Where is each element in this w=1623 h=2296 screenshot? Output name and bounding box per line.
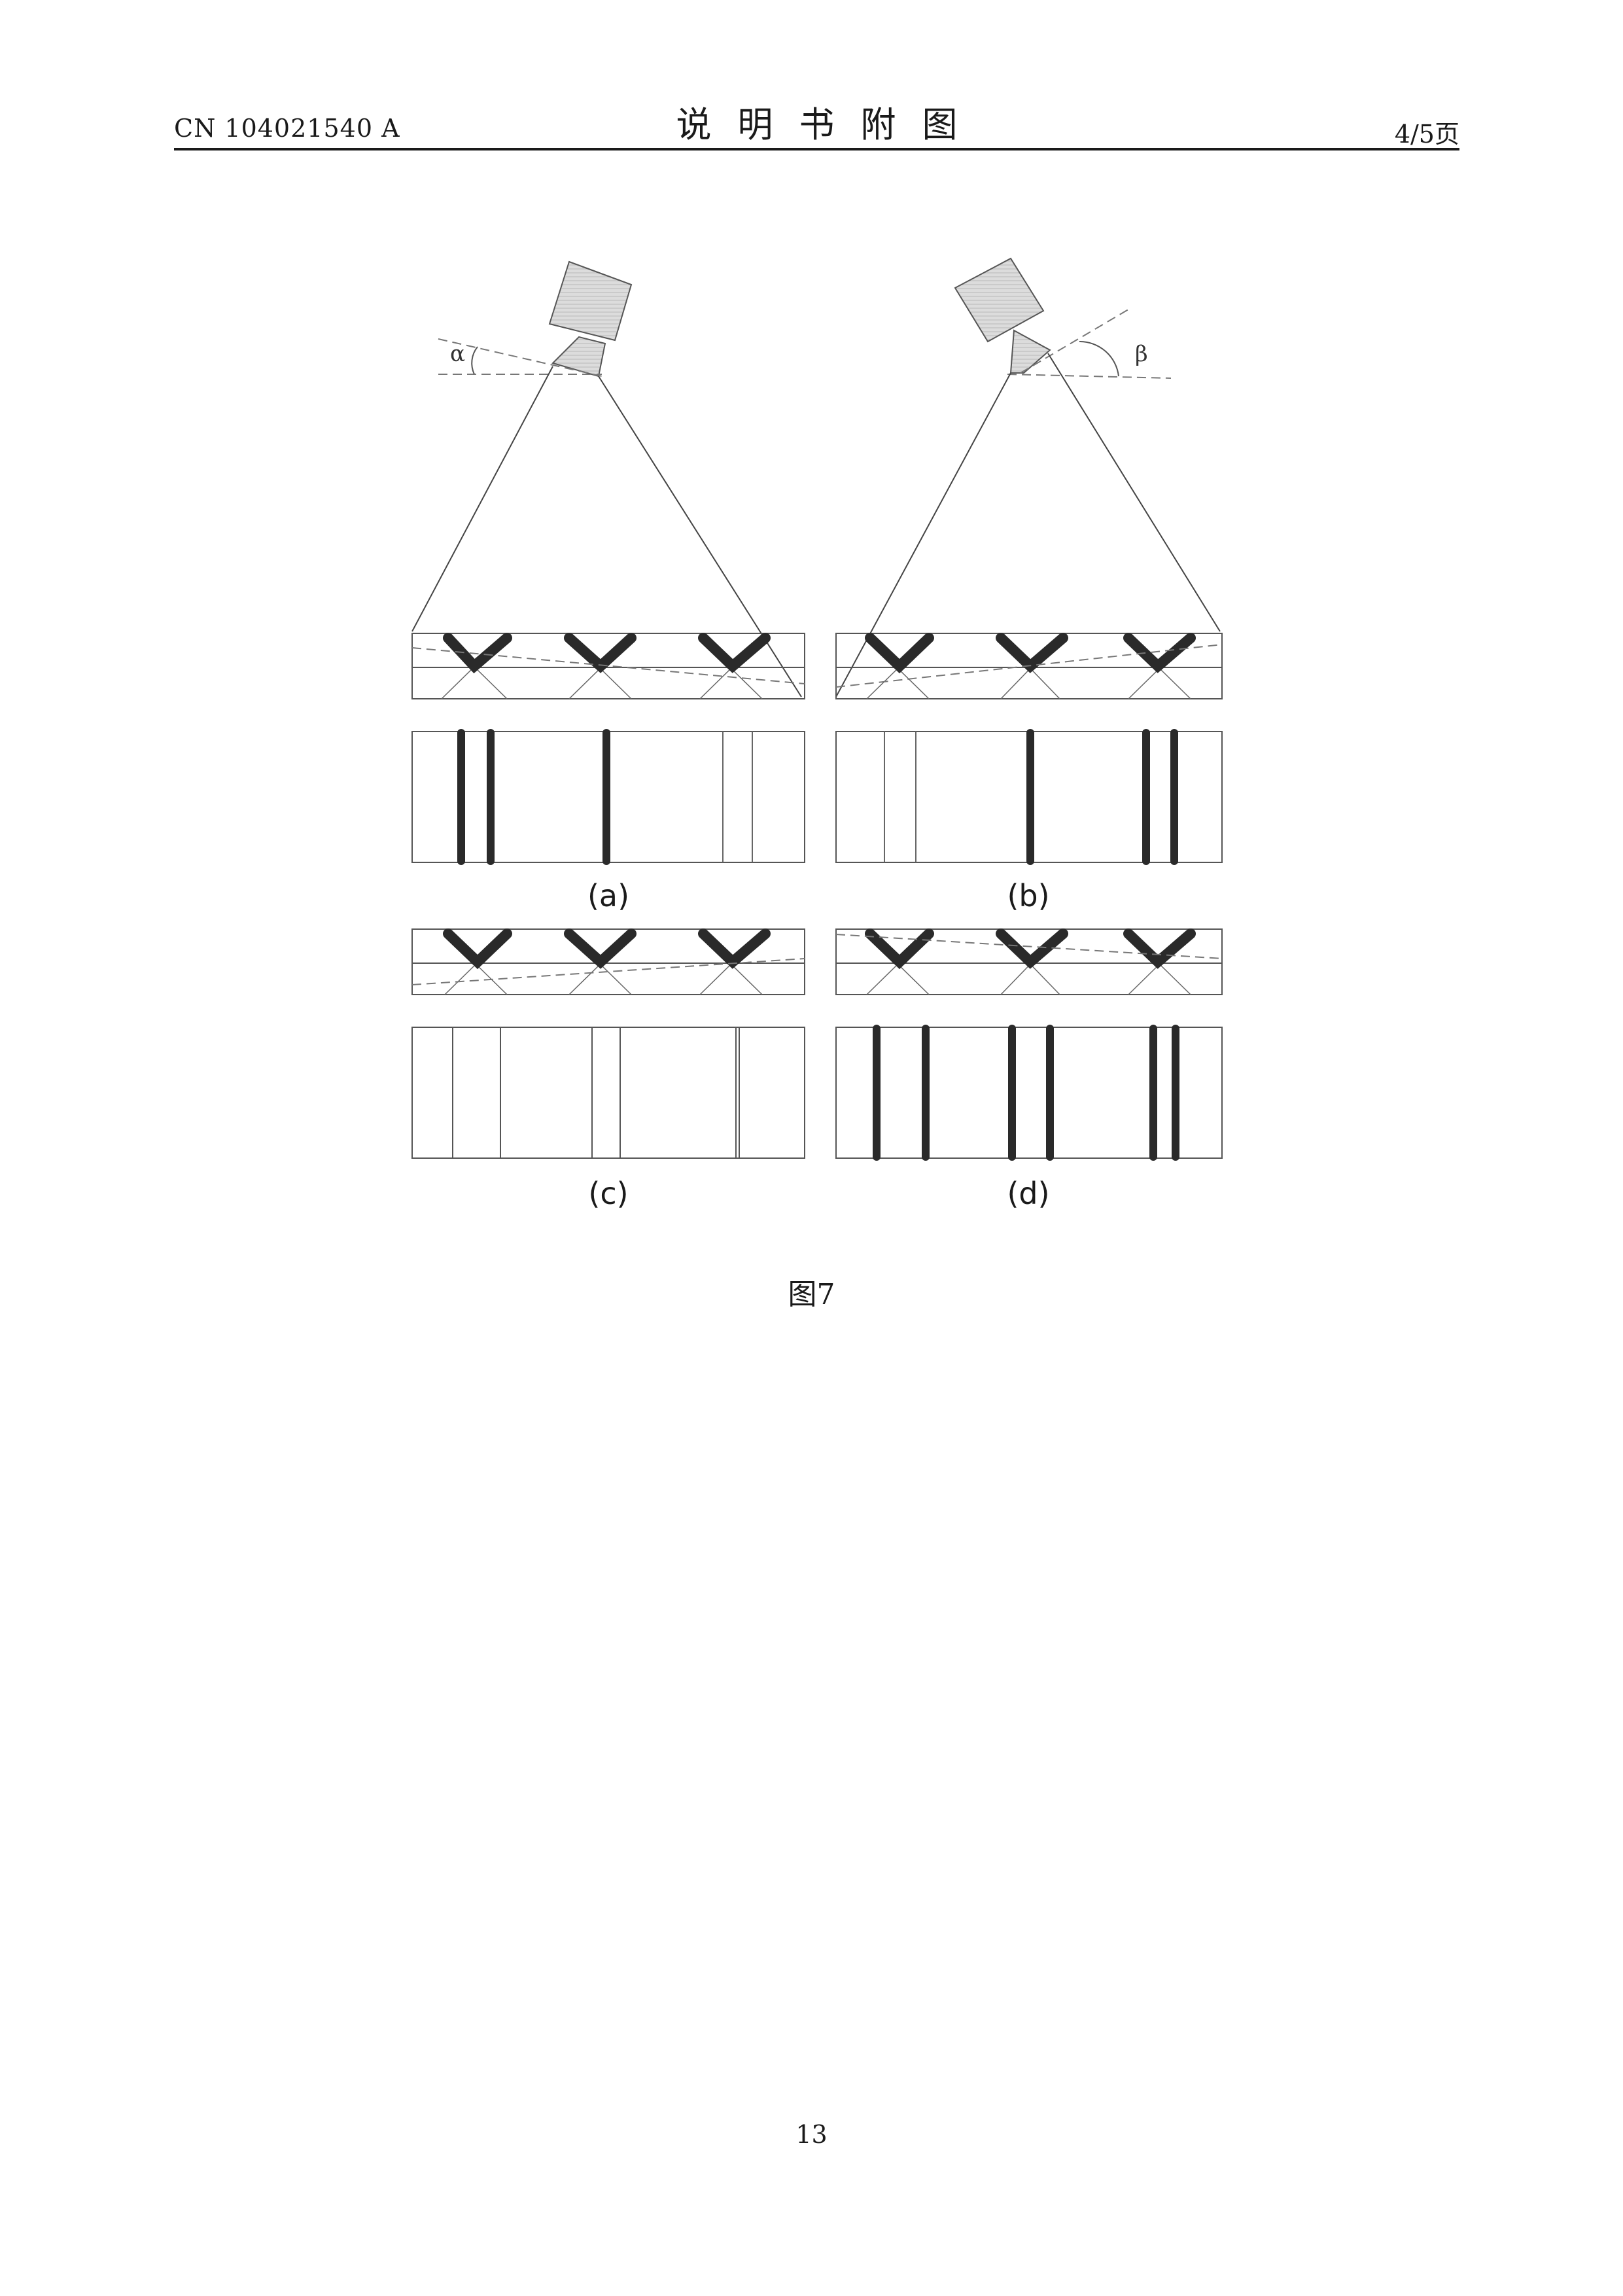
projector-b: β xyxy=(836,258,1220,697)
projection-ray-right-b xyxy=(1048,353,1220,631)
camera-lens-b xyxy=(1011,330,1050,373)
cross-section-d xyxy=(836,929,1222,995)
subfigure-label-b: (b) xyxy=(1007,878,1049,913)
camera-body-b xyxy=(955,258,1043,342)
angle-beta-label: β xyxy=(1135,341,1148,367)
page-number: 13 xyxy=(0,2120,1623,2149)
cross-section-b xyxy=(836,633,1222,699)
cross-section-a xyxy=(412,633,805,699)
figure-caption: 图7 xyxy=(0,1271,1623,1313)
projector-a: α xyxy=(412,262,801,697)
stripe-pattern-d xyxy=(836,1027,1222,1158)
stripe-pattern-b xyxy=(836,732,1222,862)
cross-section-c xyxy=(412,929,805,995)
angle-arc-beta xyxy=(1079,342,1119,376)
horizontal-reference-b xyxy=(1007,374,1171,378)
projection-ray-right-a xyxy=(599,376,801,697)
subfigure-label-a: (a) xyxy=(587,878,629,913)
camera-body-a xyxy=(550,262,631,340)
subfigure-label-d: (d) xyxy=(1007,1176,1049,1211)
projection-ray-left-a xyxy=(412,366,553,631)
stripe-pattern-c xyxy=(412,1027,805,1158)
angle-alpha-label: α xyxy=(450,341,465,367)
stripe-pattern-a xyxy=(412,732,805,862)
subfigure-label-c: (c) xyxy=(588,1176,628,1211)
angle-arc-alpha xyxy=(472,347,478,374)
